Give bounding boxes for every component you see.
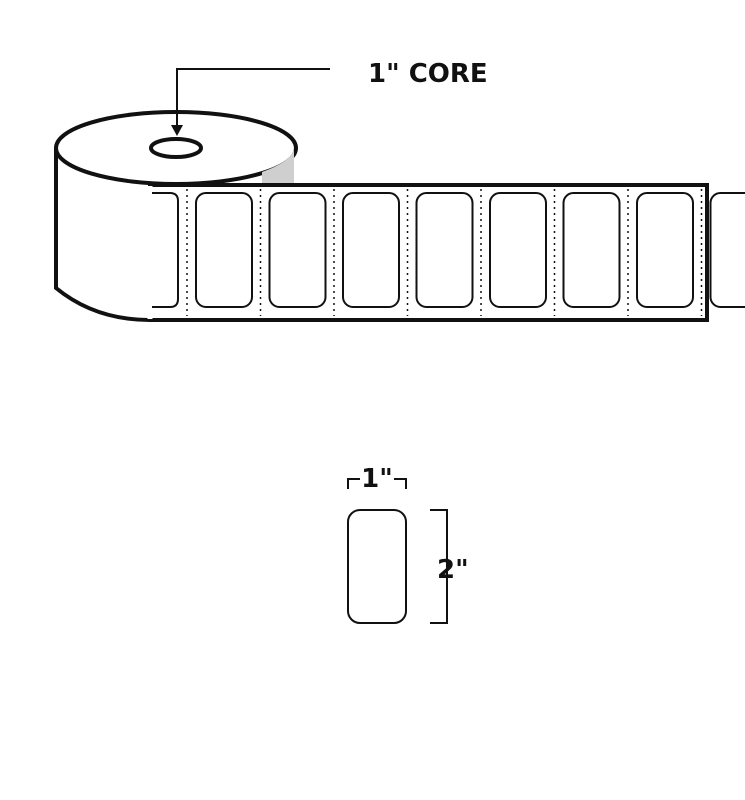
- roll-body: [54, 148, 151, 322]
- partial-label: [152, 192, 179, 308]
- roll-shadow: [262, 150, 294, 185]
- core-hole: [149, 137, 203, 159]
- core-label: 1" CORE: [368, 59, 488, 89]
- label-dimension-detail: [347, 478, 448, 624]
- height-label: 2": [437, 555, 469, 585]
- label-roll: [54, 110, 298, 322]
- height-bracket: [430, 509, 448, 624]
- single-label: [347, 509, 407, 624]
- label-on-roll: [342, 192, 400, 308]
- label-on-roll: [709, 192, 745, 308]
- width-bracket: [347, 478, 360, 489]
- label-on-roll: [415, 192, 474, 308]
- label-on-roll: [195, 192, 253, 308]
- width-label: 1": [361, 464, 393, 494]
- label-on-roll: [636, 192, 694, 308]
- core-callout: 1" CORE: [171, 59, 488, 136]
- label-strip: [147, 183, 745, 322]
- core-leader-line: [176, 68, 330, 126]
- label-on-roll: [562, 192, 621, 308]
- core-arrowhead: [171, 125, 183, 136]
- label-on-roll: [489, 192, 547, 308]
- label-on-roll: [268, 192, 327, 308]
